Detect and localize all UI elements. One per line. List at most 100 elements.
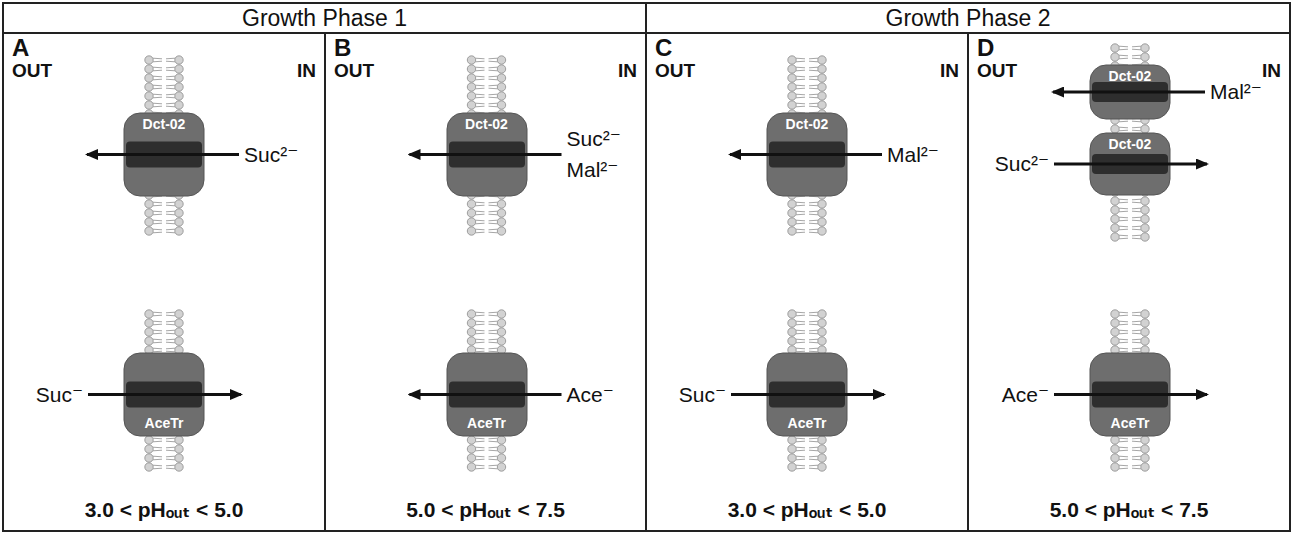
protein-channel [449,382,525,408]
text-slot: IN [618,60,637,82]
condition-panel: DOUTIN5.0 < pHₒᵤₜ < 7.5Dct-02Dct-02AceTr [967,34,1289,530]
text-slot: Mal²⁻ [567,158,619,182]
text-slot: A [12,34,29,62]
substrate-label: Mal²⁻ [887,143,939,167]
side-label: OUT [334,60,374,82]
phase-header: Growth Phase 2 [647,4,1289,34]
transport-arrow [87,153,239,156]
text-slot: 3.0 < pHₒᵤₜ < 5.0 [647,498,967,522]
protein-body [447,113,527,196]
condition-panel: BOUT IN 5.0 < pHₒᵤₜ < 7.5 Dct-02AceTr [324,34,645,530]
text-slot: B [334,34,351,62]
transport-arrow [730,153,882,156]
phase-column: Growth Phase 2COUTIN3.0 < pHₒᵤₜ < 5.0Dct… [645,2,1291,532]
protein-body [124,113,204,196]
text-slot: IN [1262,60,1281,82]
substrate-label: Mal²⁻ [567,158,619,182]
text-slot: C [655,34,672,62]
protein-body [124,353,204,436]
protein-name: Dct-02 [1109,68,1152,84]
substrate-label: Mal²⁻ [1210,80,1262,104]
substrate-label: Suc²⁻ [995,152,1049,176]
substrate-label: Suc⁻ [36,383,83,407]
protein-channel [1092,82,1168,102]
protein-name: AceTr [1111,415,1150,431]
substrate-label: Suc⁻ [679,383,726,407]
side-label: OUT [655,60,695,82]
panel-letter: B [334,34,351,62]
protein-name: Dct-02 [786,116,829,132]
text-slot: IN [297,60,316,82]
text-slot: OUT [977,60,1017,82]
protein-channel [1092,382,1168,408]
transport-arrow [410,393,562,396]
protein-channel [769,142,845,168]
substrate-label: Suc²⁻ [244,143,298,167]
text-slot: Suc²⁻ [244,143,298,167]
ph-range: 3.0 < pHₒᵤₜ < 5.0 [4,498,324,522]
text-slot: D [977,34,994,62]
text-slot: Ace⁻ [1002,383,1049,407]
phase-column: Growth Phase 1AOUTIN3.0 < pHₒᵤₜ < 5.0Dct… [2,2,647,532]
transport-arrow [1053,91,1205,94]
protein-body [767,113,847,196]
text-slot: 3.0 < pHₒᵤₜ < 5.0 [4,498,324,522]
text-slot: Suc⁻ [36,383,83,407]
side-label: IN [618,60,637,82]
phase-header: Growth Phase 1 [4,4,645,34]
text-slot: Suc⁻ [679,383,726,407]
panel-letter: C [655,34,672,62]
protein-channel [126,382,202,408]
text-slot: 5.0 < pHₒᵤₜ < 7.5 [969,498,1289,522]
side-label: OUT [12,60,52,82]
substrate-label: Ace⁻ [567,383,614,407]
panel-letter: A [12,34,29,62]
substrate-label: Ace⁻ [1002,383,1049,407]
side-label: IN [1262,60,1281,82]
text-slot: OUT [12,60,52,82]
substrate-label: Suc²⁻ [567,127,621,151]
ph-range: 3.0 < pHₒᵤₜ < 5.0 [647,498,967,522]
transport-arrow [1054,163,1207,166]
condition-panel: COUT IN 3.0 < pHₒᵤₜ < 5.0 Dct-02AceTr [647,34,967,530]
text-slot: OUT [334,60,374,82]
text-slot: 5.0 < pHₒᵤₜ < 7.5 [326,498,645,522]
protein-name: Dct-02 [143,116,186,132]
protein-channel [449,142,525,168]
protein-name: Dct-02 [465,116,508,132]
ph-range: 5.0 < pHₒᵤₜ < 7.5 [326,498,645,522]
ph-range: 5.0 < pHₒᵤₜ < 7.5 [969,498,1289,522]
protein-channel [126,142,202,168]
protein-name: Dct-02 [1109,136,1152,152]
protein-channel [769,382,845,408]
protein-name: AceTr [788,415,827,431]
side-label: IN [940,60,959,82]
text-slot: Mal²⁻ [887,143,939,167]
text-slot: OUT [655,60,695,82]
protein-body [767,353,847,436]
protein-body [1090,353,1170,436]
text-slot: Ace⁻ [567,383,614,407]
transport-arrow [731,393,884,396]
text-slot: IN [940,60,959,82]
protein-name: AceTr [145,415,184,431]
protein-name: AceTr [467,415,506,431]
protein-body [1090,133,1170,195]
panel-letter: D [977,34,994,62]
side-label: IN [297,60,316,82]
transport-arrow [410,153,562,156]
protein-body [1090,65,1170,119]
condition-panel: AOUT IN 3.0 < pHₒᵤₜ < 5.0 Dct-02AceTr [4,34,324,530]
text-slot: Suc²⁻ [567,127,621,151]
side-label: OUT [977,60,1017,82]
protein-body [447,353,527,436]
transport-arrow [1054,393,1207,396]
text-slot: Suc²⁻ [995,152,1049,176]
transport-arrow [88,393,241,396]
protein-channel [1092,154,1168,174]
text-slot: Mal²⁻ [1210,80,1262,104]
